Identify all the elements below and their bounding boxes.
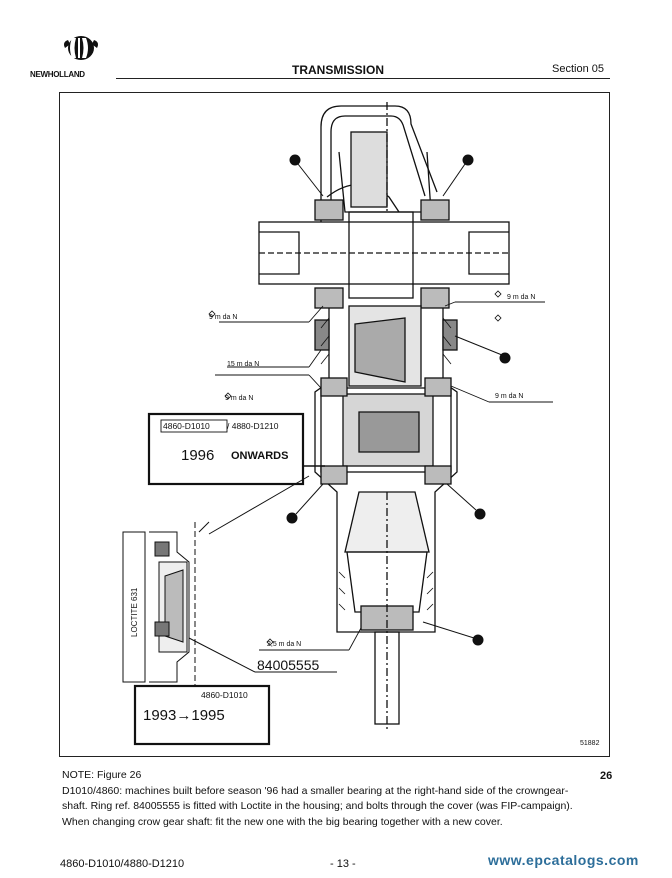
box1-models-b: / 4880-D1210 [227, 421, 279, 431]
torque-label-15: 15 m da N [227, 361, 259, 368]
box1-year: 1996 [181, 447, 214, 464]
figure-id: 51882 [580, 740, 600, 747]
torque-label-top-left: 9 m da N [209, 314, 237, 321]
box1-onwards: ONWARDS [231, 450, 288, 462]
note-text: NOTE: Figure 26 D1010/4860: machines bui… [62, 768, 622, 830]
header-rule [116, 78, 610, 79]
box2-years: 1993→1995 [143, 707, 225, 724]
new-holland-logo-icon [64, 36, 98, 60]
note-line: shaft. Ring ref. 84005555 is fitted with… [62, 800, 573, 812]
note-line: D1010/4860: machines built before season… [62, 784, 569, 797]
torque-label-mid-right: 9 m da N [495, 393, 523, 400]
transmission-drawing: 9 m da N 15 m da N 9 m da N 9 m da N 9 m… [122, 102, 553, 746]
figure-ref: 26 [600, 770, 613, 782]
figure-frame [59, 92, 610, 757]
page-title: TRANSMISSION [292, 63, 385, 77]
ring-ref: 84005555 [257, 657, 320, 673]
torque-label-mid-left: 9 m da N [225, 395, 253, 402]
footer-page-number: - 13 - [330, 858, 356, 870]
section-label: Section 05 [552, 63, 604, 75]
torque-label-bottom: 2,5 m da N [267, 641, 301, 648]
box2-models: 4860-D1010 [201, 690, 248, 700]
note-line: NOTE: Figure 26 [62, 769, 142, 781]
footer-models: 4860-D1010/4880-D1210 [60, 858, 185, 870]
footer-watermark: www.epcatalogs.com [488, 852, 639, 868]
box1-models-a: 4860-D1010 [163, 421, 210, 431]
torque-label-top-right: 9 m da N [507, 294, 535, 301]
loctite-label: LOCTITE 631 [130, 587, 139, 637]
brand-name: NEWHOLLAND [30, 70, 85, 79]
note-line: When changing crow gear shaft: fit the n… [62, 815, 503, 828]
